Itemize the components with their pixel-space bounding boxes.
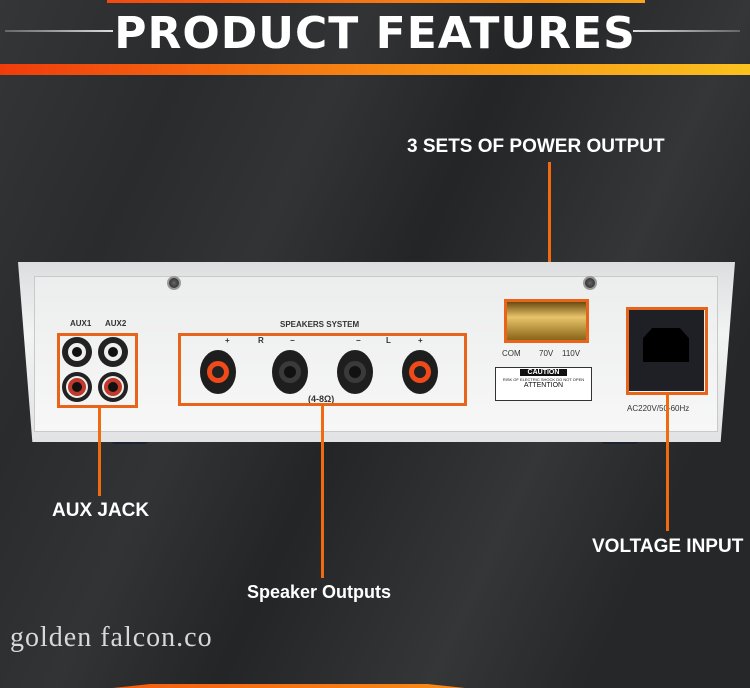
aux1-label: AUX1 (70, 319, 92, 328)
attention-title: ATTENTION (523, 382, 564, 389)
com-label: COM (502, 349, 521, 358)
amplifier-rear-panel (34, 276, 718, 432)
binding-post-black (337, 350, 373, 394)
caution-title: CAUTION (520, 369, 567, 376)
rca-jack-white (62, 337, 92, 367)
70v-label: 70V (539, 349, 554, 358)
r-label: R (258, 336, 264, 345)
aux2-label: AUX2 (105, 319, 127, 328)
aux-jack-label: AUX JACK (52, 500, 150, 521)
speaker-line (321, 406, 324, 578)
power-terminal-block (507, 302, 586, 340)
minus-label: − (290, 336, 295, 345)
aux-highlight-box (57, 333, 138, 408)
power-output-line (548, 162, 551, 299)
watermark: golden falcon.co (10, 622, 213, 653)
binding-post-black (272, 350, 308, 394)
bottom-accent-shape (112, 684, 465, 688)
speaker-outputs-label: Speaker Outputs (247, 582, 392, 602)
110v-label: 110V (562, 349, 581, 358)
plus-label: + (418, 336, 423, 345)
binding-post-red (402, 350, 438, 394)
aux-line (98, 408, 101, 496)
speakers-highlight-box (178, 333, 467, 406)
screw-icon (167, 276, 181, 290)
l-label: L (386, 336, 391, 345)
top-accent-bar (107, 0, 645, 3)
page-title: PRODUCT FEATURES (114, 8, 636, 59)
gradient-bar (0, 64, 750, 75)
power-terminal-highlight-box (504, 299, 589, 343)
power-socket-highlight-box (626, 307, 708, 395)
caution-sub: RISK OF ELECTRIC SHOCK DO NOT OPEN (502, 377, 585, 382)
rca-jack-red (98, 372, 128, 402)
title-line-right (633, 30, 740, 32)
caution-label: CAUTION RISK OF ELECTRIC SHOCK DO NOT OP… (495, 367, 592, 401)
power-socket (629, 310, 704, 391)
speakers-system-label: SPEAKERS SYSTEM (280, 320, 360, 329)
minus-label: − (356, 336, 361, 345)
title-line-left (5, 30, 113, 32)
screw-icon (583, 276, 597, 290)
voltage-input-label: VOLTAGE INPUT (592, 536, 744, 557)
voltage-line (666, 395, 669, 531)
ac-rating-label: AC220V/50-60Hz (627, 404, 690, 413)
impedance-label: (4-8Ω) (308, 394, 335, 404)
power-output-label: 3 SETS OF POWER OUTPUT (407, 136, 665, 157)
binding-post-red (200, 350, 236, 394)
plus-label: + (225, 336, 230, 345)
rca-jack-white (98, 337, 128, 367)
rca-jack-red (62, 372, 92, 402)
